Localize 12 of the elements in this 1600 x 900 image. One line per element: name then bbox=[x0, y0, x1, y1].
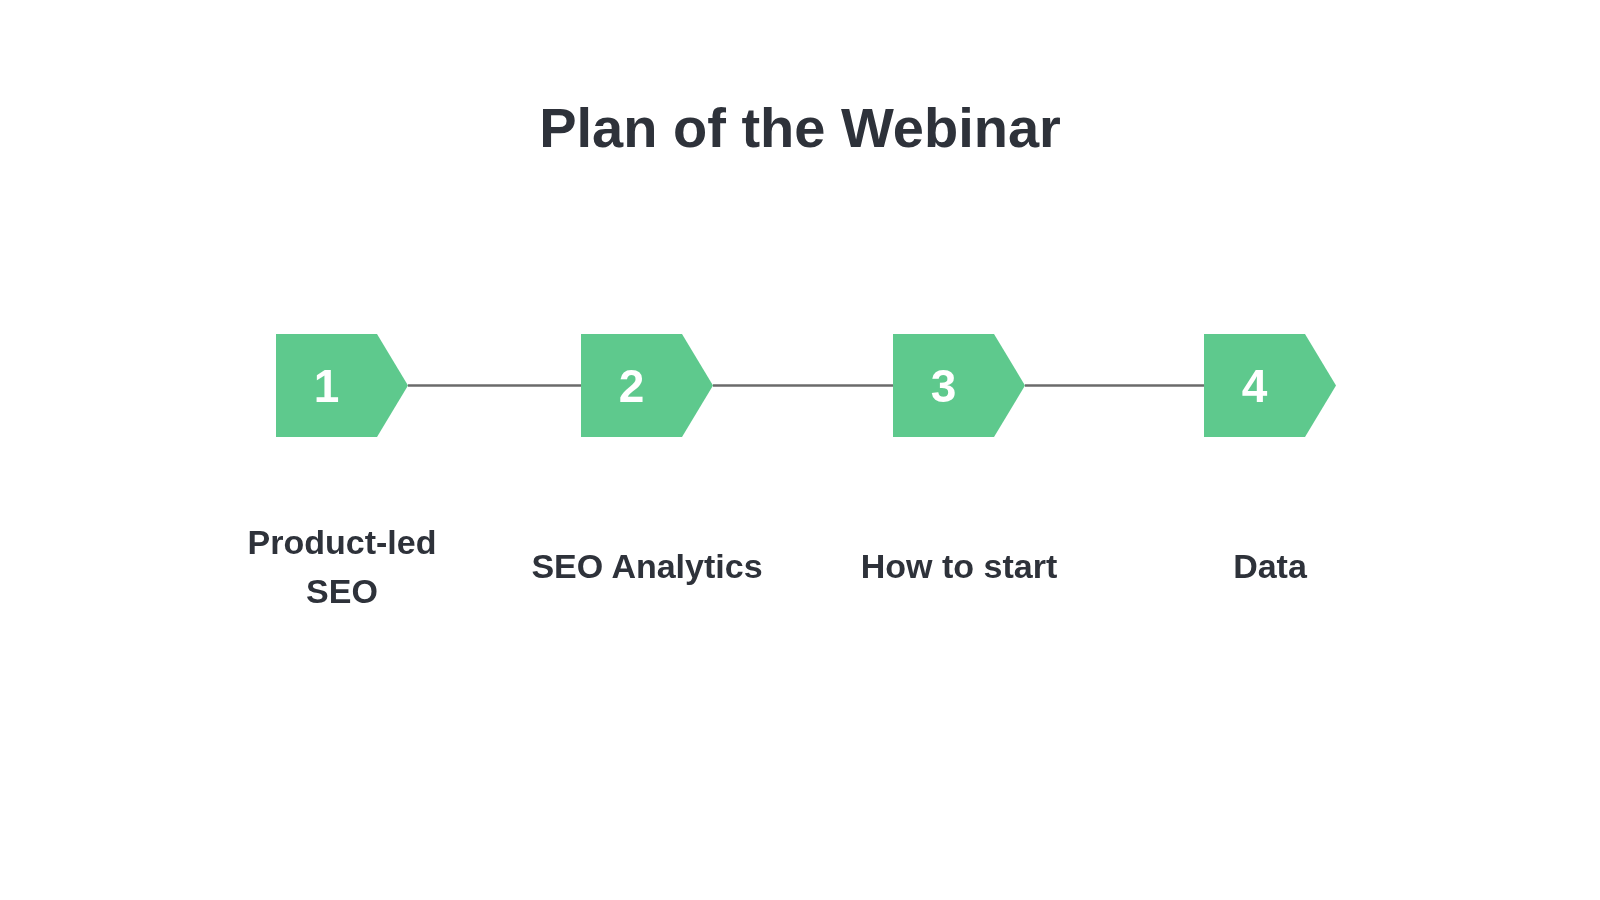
title: Plan of the Webinar bbox=[539, 100, 1061, 156]
step-label: SEO Analytics bbox=[531, 546, 763, 588]
step-label: How to start bbox=[860, 546, 1058, 588]
connector-line bbox=[713, 384, 893, 387]
step-number: 3 bbox=[930, 362, 957, 409]
connector-line bbox=[408, 384, 581, 387]
step-number: 4 bbox=[1241, 362, 1268, 409]
connector-line bbox=[1025, 384, 1204, 387]
step-label: Data bbox=[1233, 546, 1307, 588]
step-number: 2 bbox=[618, 362, 645, 409]
step-label: Product-led SEO bbox=[246, 521, 438, 612]
step-number: 1 bbox=[313, 362, 340, 409]
